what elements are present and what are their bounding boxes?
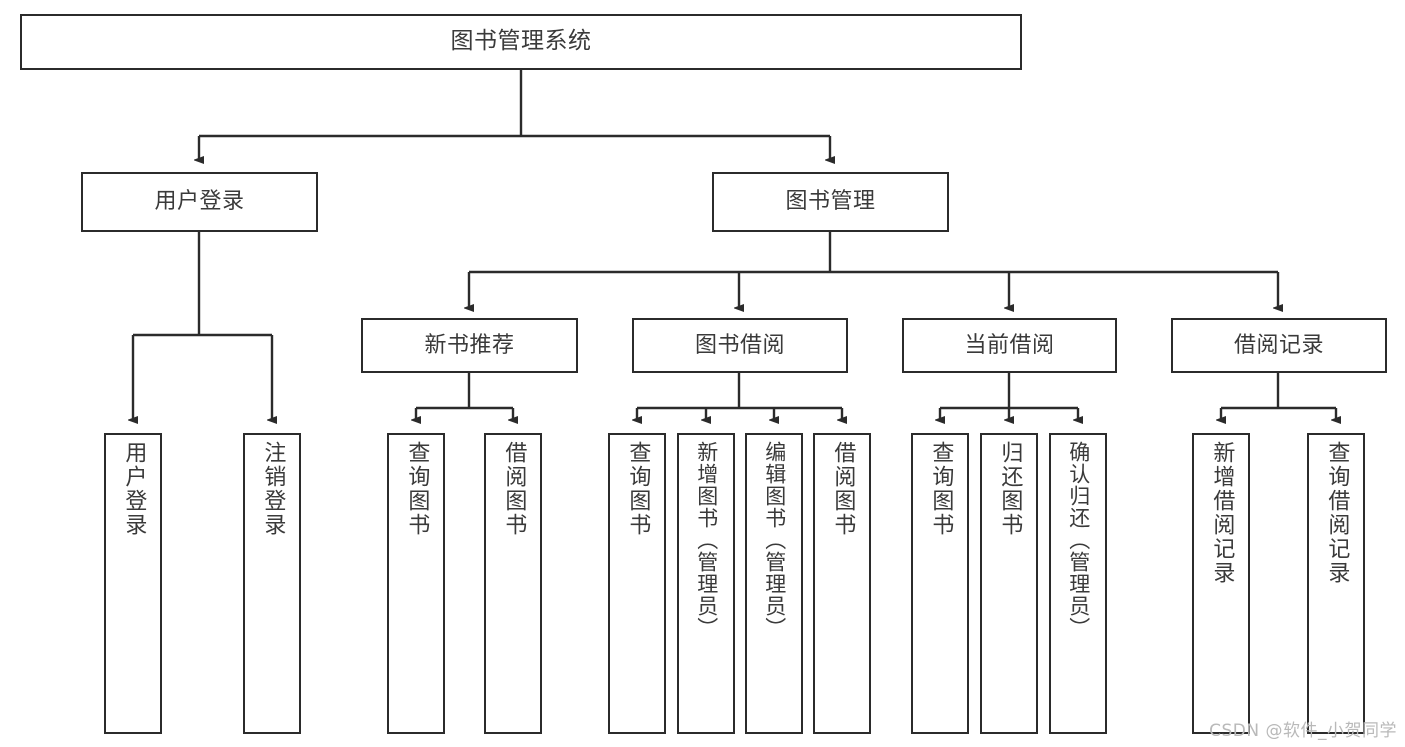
leaf-add-borrow-record[interactable]: 新增借阅记录 xyxy=(1192,433,1250,734)
node-label: 查询图书 xyxy=(404,441,430,537)
leaf-borrow-book[interactable]: 借阅图书 xyxy=(813,433,871,734)
node-book-management[interactable]: 图书管理 xyxy=(712,172,949,232)
watermark: CSDN @软件_小贺同学 xyxy=(1209,721,1397,741)
node-label: 查询图书 xyxy=(625,441,651,537)
leaf-query-book-borrow[interactable]: 查询图书 xyxy=(608,433,666,734)
node-label: 图书管理系统 xyxy=(450,28,592,55)
node-label: 图书管理 xyxy=(785,189,876,215)
node-new-book-recommend[interactable]: 新书推荐 xyxy=(361,318,578,373)
leaf-query-book-recommend[interactable]: 查询图书 xyxy=(387,433,445,734)
node-label: 借阅图书 xyxy=(830,441,856,537)
leaf-logout[interactable]: 注销登录 xyxy=(243,433,301,734)
leaf-confirm-return-admin[interactable]: 确认归还（管理员） xyxy=(1049,433,1107,734)
leaf-edit-book-admin[interactable]: 编辑图书（管理员） xyxy=(745,433,803,734)
node-label: 借阅图书 xyxy=(501,441,527,537)
node-label: 用户登录 xyxy=(121,441,147,537)
leaf-add-book-admin[interactable]: 新增图书（管理员） xyxy=(677,433,735,734)
node-user-login[interactable]: 用户登录 xyxy=(81,172,318,232)
node-current-borrow[interactable]: 当前借阅 xyxy=(902,318,1117,373)
node-label: 新书推荐 xyxy=(424,332,515,358)
node-book-borrow[interactable]: 图书借阅 xyxy=(632,318,848,373)
leaf-borrow-book-recommend[interactable]: 借阅图书 xyxy=(484,433,542,734)
node-label: 编辑图书（管理员） xyxy=(762,441,787,639)
node-label: 新增借阅记录 xyxy=(1209,441,1235,585)
leaf-return-book[interactable]: 归还图书 xyxy=(980,433,1038,734)
leaf-query-borrow-record[interactable]: 查询借阅记录 xyxy=(1307,433,1365,734)
node-label: 注销登录 xyxy=(260,441,286,537)
node-root-book-management-system[interactable]: 图书管理系统 xyxy=(20,14,1022,70)
node-label: 查询借阅记录 xyxy=(1324,441,1350,585)
leaf-user-login[interactable]: 用户登录 xyxy=(104,433,162,734)
node-label: 归还图书 xyxy=(997,441,1023,537)
node-label: 用户登录 xyxy=(154,189,245,215)
node-label: 新增图书（管理员） xyxy=(694,441,719,639)
node-borrow-record[interactable]: 借阅记录 xyxy=(1171,318,1387,373)
node-label: 确认归还（管理员） xyxy=(1066,441,1091,639)
node-label: 图书借阅 xyxy=(694,332,785,358)
node-label: 借阅记录 xyxy=(1233,332,1324,358)
node-label: 查询图书 xyxy=(928,441,954,537)
node-label: 当前借阅 xyxy=(964,332,1055,358)
leaf-query-book-current[interactable]: 查询图书 xyxy=(911,433,969,734)
